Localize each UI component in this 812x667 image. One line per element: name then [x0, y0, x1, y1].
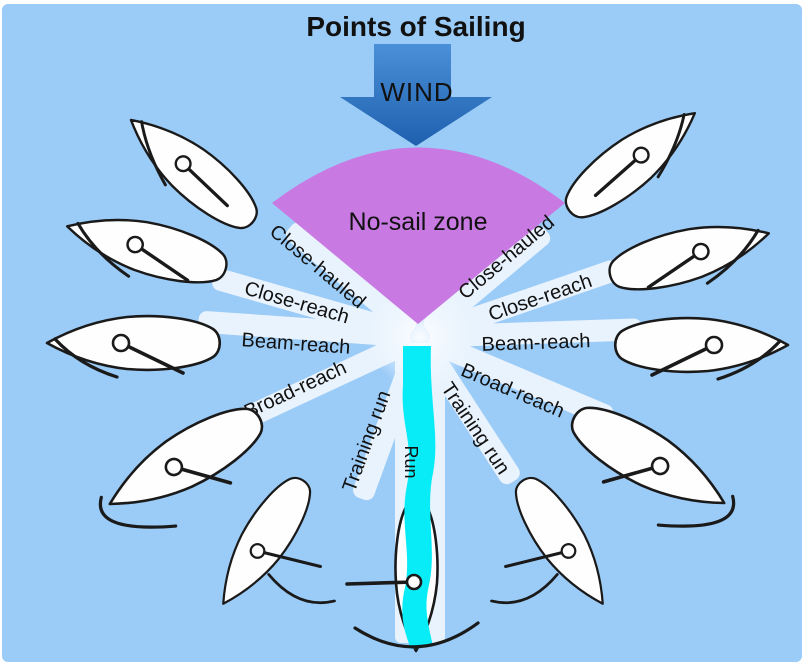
boat-close-hauled-left	[113, 99, 270, 243]
boat-beam-reach-left	[45, 314, 222, 379]
boat-broad-reach-left	[95, 393, 275, 529]
page-title: Points of Sailing	[306, 11, 525, 42]
boats	[45, 92, 790, 618]
no-sail-zone	[272, 147, 565, 324]
boat-close-hauled-right	[553, 92, 712, 232]
wind-arrow-icon	[340, 44, 492, 146]
hub-glow	[368, 285, 472, 389]
boat-training-run-left	[203, 467, 336, 618]
strip-broad-reach-right	[427, 333, 614, 426]
strip-close-reach-right	[428, 260, 620, 342]
boat-run: Run	[345, 346, 480, 653]
boat-close-reach-left	[59, 200, 234, 295]
boat-close-reach-right	[602, 207, 777, 302]
label-run: Run	[401, 445, 421, 478]
label-beam-reach-right: Beam-reach	[481, 330, 591, 356]
wind-label: WIND	[380, 77, 453, 107]
boat-beam-reach-right	[613, 316, 790, 381]
strip-beam-reach-left	[198, 311, 411, 347]
strip-broad-reach-left	[229, 333, 413, 433]
boat-broad-reach-right	[559, 392, 739, 528]
boat-training-run-right	[490, 467, 623, 618]
no-sail-zone-label: No-sail zone	[349, 208, 488, 236]
run-stripe	[402, 346, 436, 649]
